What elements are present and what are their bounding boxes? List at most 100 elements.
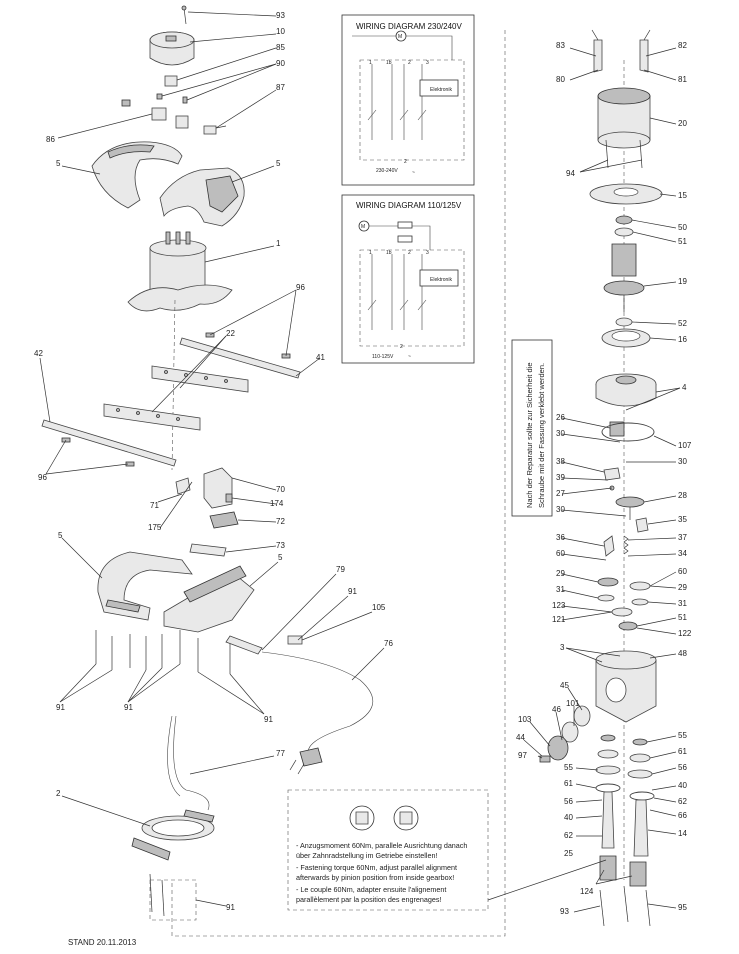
part-70-switch-holder — [203, 467, 233, 509]
label-91: 91 — [264, 715, 273, 724]
wiring-230-supply-num: 2 — [404, 159, 407, 165]
wiring-110-title: WIRING DIAGRAM 110/125V — [356, 201, 462, 210]
centre-line-left — [171, 299, 176, 471]
label-35: 35 — [678, 515, 687, 524]
vertical-note-line-2: Schraube mit der Fassung verklebt werden… — [537, 363, 546, 508]
label-15: 15 — [678, 191, 687, 200]
label-38: 38 — [556, 457, 565, 466]
part-26-gear — [609, 421, 625, 437]
label-62: 62 — [564, 831, 573, 840]
part-86-electronics — [121, 99, 227, 135]
label-122: 122 — [678, 629, 692, 638]
wiring-110-supply: 110-125V — [372, 354, 394, 360]
label-37: 37 — [678, 533, 687, 542]
label-14: 14 — [678, 829, 687, 838]
label-2: 2 — [56, 789, 61, 798]
label-30: 30 — [556, 429, 565, 438]
label-79: 79 — [336, 565, 345, 574]
part-85-block — [164, 75, 178, 87]
label-34: 34 — [678, 549, 687, 558]
label-91: 91 — [348, 587, 357, 596]
label-174: 174 — [270, 499, 284, 508]
part-124-adapters — [599, 855, 647, 887]
label-62: 62 — [678, 797, 687, 806]
label-71: 71 — [150, 501, 159, 510]
part-94-screws — [605, 139, 643, 169]
label-39: 39 — [556, 473, 565, 482]
part-labels: 93 10 85 90 87 86 5 5 1 96 22 42 41 96 7… — [34, 11, 692, 916]
label-107: 107 — [678, 441, 692, 450]
part-35-clip — [635, 517, 649, 533]
leader-lines — [39, 11, 385, 907]
label-55: 55 — [564, 763, 573, 772]
label-1: 1 — [276, 239, 281, 248]
torque-note-leader — [487, 859, 607, 901]
label-5: 5 — [56, 159, 61, 168]
wiring-230-terminal-1: 1 — [369, 60, 372, 66]
label-121: 121 — [552, 615, 566, 624]
wiring-110-terminal-1: 1 — [369, 250, 372, 256]
wiring-230-electronic: Elektronik — [430, 87, 452, 93]
label-31: 31 — [556, 585, 565, 594]
part-37-spring — [623, 535, 629, 555]
part-174-part — [225, 493, 233, 503]
part-1-motor-housing — [127, 231, 233, 312]
vertical-note-line-1: Nach der Reparatur sollte zur Sicherheit… — [525, 363, 534, 509]
wiring-110-terminal-1b: 1b — [386, 250, 392, 256]
wiring-110-motor: M — [361, 224, 365, 230]
label-40: 40 — [678, 781, 687, 790]
part-31-121-122-bearings — [597, 594, 649, 631]
part-105-clamp — [287, 635, 303, 645]
label-76: 76 — [384, 639, 393, 648]
part-72-switch — [209, 511, 239, 529]
label-22: 22 — [226, 329, 235, 338]
spindle-cross-section-left — [349, 805, 375, 831]
label-36: 36 — [556, 533, 565, 542]
label-55: 55 — [678, 731, 687, 740]
label-85: 85 — [276, 43, 285, 52]
part-4-gear-cover — [595, 373, 657, 407]
label-30: 30 — [678, 457, 687, 466]
part-52-washer — [615, 317, 633, 327]
vertical-note-box: Nach der Reparatur sollte zur Sicherheit… — [511, 339, 553, 517]
label-81: 81 — [678, 75, 687, 84]
label-48: 48 — [678, 649, 687, 658]
label-124: 124 — [580, 887, 594, 896]
wiring-230-terminal-1b: 1b — [386, 60, 392, 66]
label-29: 29 — [678, 583, 687, 592]
label-25: 25 — [564, 849, 573, 858]
part-22-brackets — [103, 365, 249, 431]
part-36-lever — [603, 535, 615, 557]
label-44: 44 — [516, 733, 525, 742]
part-51-bearing-top — [614, 227, 634, 237]
label-96: 96 — [38, 473, 47, 482]
label-91: 91 — [226, 903, 235, 912]
label-87: 87 — [276, 83, 285, 92]
label-3: 3 — [560, 643, 565, 652]
label-73: 73 — [276, 541, 285, 550]
wiring-110-electronic: Elektronik — [430, 277, 452, 283]
part-25-spindle — [601, 791, 615, 849]
label-77: 77 — [276, 749, 285, 758]
label-28: 28 — [678, 491, 687, 500]
part-93-95-bottom-screws — [599, 885, 651, 927]
label-56: 56 — [678, 763, 687, 772]
wiring-230-supply: 230-240V — [376, 168, 398, 174]
label-5: 5 — [58, 531, 63, 540]
label-96: 96 — [296, 283, 305, 292]
part-28-gear — [615, 496, 645, 520]
label-40: 40 — [564, 813, 573, 822]
wiring-110-supply-num: 2 — [400, 344, 403, 350]
part-96-screws — [61, 332, 291, 467]
label-51: 51 — [678, 613, 687, 622]
label-56: 56 — [564, 797, 573, 806]
torque-note-line-6: parallèlement par la position des engren… — [296, 895, 441, 904]
leader-lines-right — [523, 47, 681, 913]
part-19-armature — [603, 243, 645, 312]
part-93-screw — [181, 5, 187, 25]
wiring-230-frame — [341, 14, 475, 186]
wiring-230-terminal-3: 3 — [426, 60, 429, 66]
part-73-part — [189, 543, 227, 557]
part-45-46-101-side-bearings — [539, 705, 591, 763]
label-93: 93 — [560, 907, 569, 916]
